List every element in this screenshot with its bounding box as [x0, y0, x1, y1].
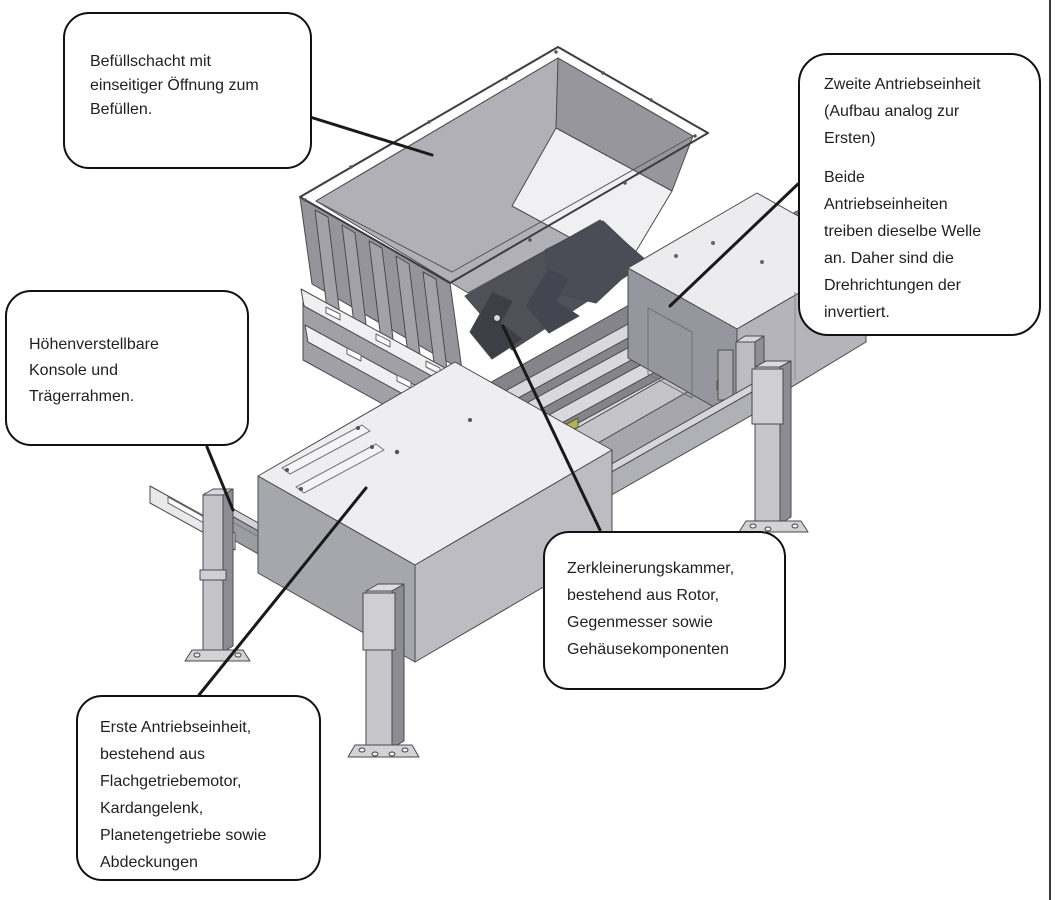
callout-text: invertiert.	[824, 304, 890, 321]
leader-zweite-antriebseinheit	[668, 182, 800, 308]
callout-hoehenverstellbare-konsole: Höhenverstellbare Konsole und Trägerrahm…	[5, 290, 249, 446]
callout-text: Zerkleinerungskammer,	[567, 560, 735, 577]
callout-text: Befüllen.	[90, 101, 153, 118]
callout-text: (Aufbau analog zur	[824, 103, 960, 120]
leader-erste-antriebseinheit	[197, 486, 368, 697]
callout-text: Höhenverstellbare	[29, 336, 159, 353]
leg-front-middle	[347, 583, 420, 758]
rim-bolts	[303, 50, 697, 242]
callout-text: Planetengetriebe sowie	[100, 827, 267, 844]
callout-zweite-antriebseinheit: Zweite Antriebseinheit (Aufbau analog zu…	[798, 53, 1041, 336]
callout-text: Flachgetriebemotor,	[100, 773, 242, 790]
leader-zerkleinerungskammer	[501, 324, 602, 532]
callout-text: Gegenmesser sowie	[567, 614, 713, 631]
callout-zerkleinerungskammer: Zerkleinerungskammer, bestehend aus Roto…	[543, 531, 786, 690]
callout-text: Beide	[824, 169, 865, 186]
leg-back-left	[184, 488, 251, 662]
callout-paragraph: Zweite Antriebseinheit (Aufbau analog zu…	[824, 71, 1025, 152]
leader-befuellschacht	[308, 115, 434, 157]
callout-text: Befüllschacht mit	[90, 53, 211, 70]
callout-text: Abdeckungen	[100, 854, 198, 871]
hopper-ribs	[314, 209, 449, 379]
callout-text: Konsole und	[29, 362, 118, 379]
callout-text: treiben dieselbe Welle	[824, 223, 982, 240]
leg-front-right	[738, 360, 809, 533]
callout-text: Kardangelenk,	[100, 800, 204, 817]
image-border-line	[1049, 0, 1051, 900]
callout-erste-antriebseinheit: Erste Antriebseinheit, bestehend aus Fla…	[76, 695, 321, 881]
leader-lines	[197, 115, 800, 697]
callout-text: Erste Antriebseinheit,	[100, 719, 252, 736]
callout-text: Trägerrahmen.	[29, 388, 135, 405]
callout-text: Ersten)	[824, 130, 876, 147]
callout-paragraph: Beide Antriebseinheiten treiben dieselbe…	[824, 164, 1025, 326]
callout-text: Zweite Antriebseinheit	[824, 76, 981, 93]
leader-konsole	[205, 445, 235, 512]
callout-text: bestehend aus Rotor,	[567, 587, 720, 604]
callout-text: an. Daher sind die	[824, 250, 954, 267]
callout-text: Gehäusekomponenten	[567, 641, 729, 658]
callout-text: Antriebseinheiten	[824, 196, 948, 213]
callout-text: Drehrichtungen der	[824, 277, 961, 294]
callout-text: bestehend aus	[100, 746, 205, 763]
callout-text: einseitiger Öffnung zum	[90, 77, 259, 94]
callout-befuellschacht: Befüllschacht mit einseitiger Öffnung zu…	[63, 12, 312, 169]
